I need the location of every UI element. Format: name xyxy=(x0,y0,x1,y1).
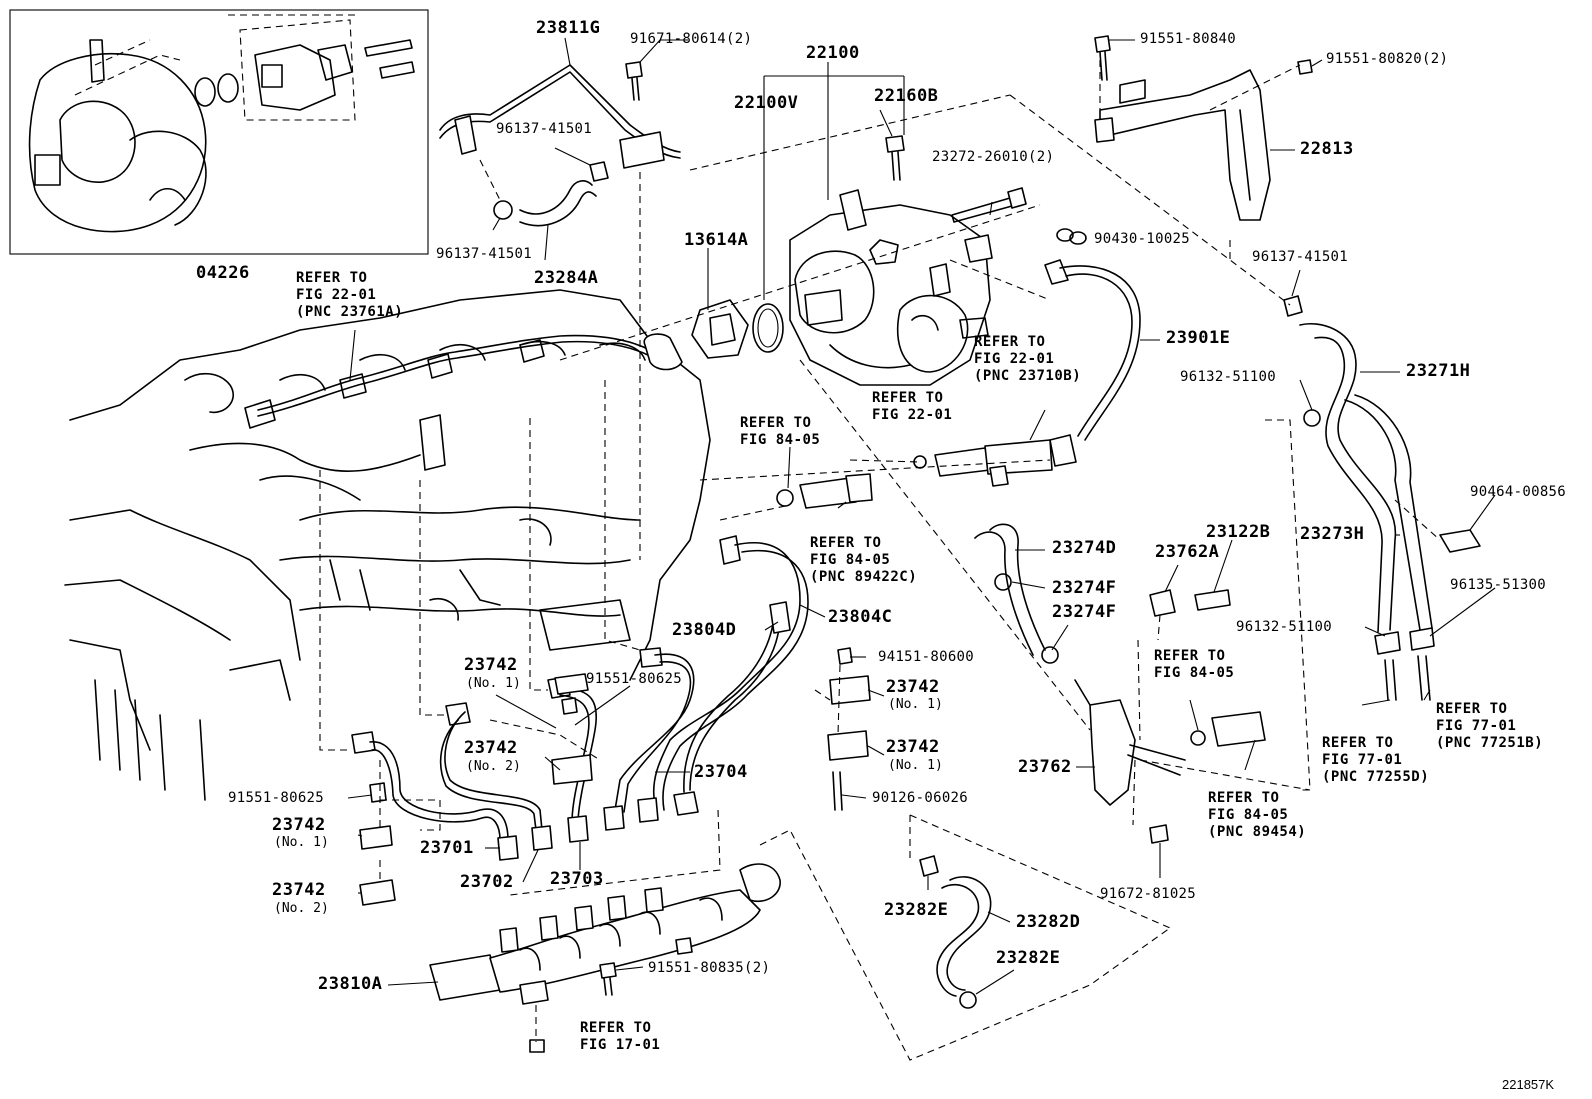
label-23272-26010: 23272-26010(2) xyxy=(932,149,1055,165)
label-23271h: 23271H xyxy=(1406,361,1471,381)
label-90126-06026: 90126-06026 xyxy=(872,790,969,806)
label-91671-80614: 91671-80614(2) xyxy=(630,31,753,47)
label-23742-b-sub: (No. 1) xyxy=(888,697,943,712)
label-23274f-a: 23274F xyxy=(1052,578,1117,598)
label-96132-51100-b: 96132-51100 xyxy=(1236,619,1333,635)
label-23804c: 23804C xyxy=(828,607,893,627)
label-23901e: 23901E xyxy=(1166,328,1231,348)
label-23701: 23701 xyxy=(420,838,474,858)
label-23282e-a: 23282E xyxy=(884,900,949,920)
engine-block xyxy=(64,289,711,801)
label-23742-c-sub: (No. 2) xyxy=(466,759,521,774)
label-23810a: 23810A xyxy=(318,974,383,994)
hoses-23271h-23273h xyxy=(1283,295,1481,701)
label-96135-51300: 96135-51300 xyxy=(1450,577,1547,593)
bolt-22160b xyxy=(885,135,905,181)
inset-box xyxy=(9,9,429,255)
label-90464-00856: 90464-00856 xyxy=(1470,484,1567,500)
label-23742-d: 23742 xyxy=(886,737,940,757)
label-23762a: 23762A xyxy=(1155,542,1220,562)
label-04226: 04226 xyxy=(196,263,250,283)
label-23742-f-sub: (No. 2) xyxy=(274,901,329,916)
refer-fig-77-01-pnc-77255d[interactable]: REFER TO FIG 77-01 (PNC 77255D) xyxy=(1322,735,1430,785)
label-23742-f: 23742 xyxy=(272,880,326,900)
label-23122b: 23122B xyxy=(1206,522,1271,542)
refer-fig-84-05-pnc-89422c[interactable]: REFER TO FIG 84-05 (PNC 89422C) xyxy=(810,535,918,585)
label-23273h: 23273H xyxy=(1300,524,1365,544)
label-22813: 22813 xyxy=(1300,139,1354,159)
label-23742-c: 23742 xyxy=(464,738,518,758)
hose-23274d xyxy=(974,523,1059,664)
supply-pump xyxy=(789,189,993,386)
label-23811g: 23811G xyxy=(536,18,601,38)
refer-fig-84-05-pnc-89454[interactable]: REFER TO FIG 84-05 (PNC 89454) xyxy=(1208,790,1307,840)
label-96137-41501-c: 96137-41501 xyxy=(1252,249,1349,265)
common-rail-23810a xyxy=(429,863,781,1053)
coupling-13614a xyxy=(643,299,749,371)
refer-fig-22-01-pnc-23761a[interactable]: REFER TO FIG 22-01 (PNC 23761A) xyxy=(296,270,404,320)
pipe-23811g xyxy=(439,64,681,169)
label-23703: 23703 xyxy=(550,869,604,889)
label-23742-e-sub: (No. 1) xyxy=(274,835,329,850)
injection-pipes xyxy=(351,647,699,906)
label-23742-a-sub: (No. 1) xyxy=(466,676,521,691)
label-13614a: 13614A xyxy=(684,230,749,250)
bracket-22813 xyxy=(1094,35,1313,221)
hoses-23282 xyxy=(919,855,992,1009)
label-23274d: 23274D xyxy=(1052,538,1117,558)
label-23274f-b: 23274F xyxy=(1052,602,1117,622)
label-91551-80820: 91551-80820(2) xyxy=(1326,51,1449,67)
diagram-code: 221857K xyxy=(1502,1077,1555,1092)
label-23282e-b: 23282E xyxy=(996,948,1061,968)
label-23804d: 23804D xyxy=(672,620,737,640)
label-91551-80625-b: 91551-80625 xyxy=(228,790,325,806)
leader-lines xyxy=(347,37,1496,995)
refer-fig-77-01-pnc-77251b[interactable]: REFER TO FIG 77-01 (PNC 77251B) xyxy=(1436,701,1544,751)
o-ring-22100v xyxy=(752,303,784,353)
refer-fig-22-01[interactable]: REFER TO FIG 22-01 xyxy=(872,390,953,423)
pipe-23901e xyxy=(1044,228,1141,467)
pipe-23804c xyxy=(652,535,871,811)
label-22100: 22100 xyxy=(806,43,860,63)
refer-fig-17-01[interactable]: REFER TO FIG 17-01 xyxy=(580,1020,661,1053)
label-23702: 23702 xyxy=(460,872,514,892)
sensor-84-05 xyxy=(776,473,873,509)
refer-fig-22-01-pnc-23710b[interactable]: REFER TO FIG 22-01 (PNC 23710B) xyxy=(974,334,1082,384)
label-96137-41501-a: 96137-41501 xyxy=(496,121,593,137)
label-23762: 23762 xyxy=(1018,757,1072,777)
label-22160b: 22160B xyxy=(874,86,939,106)
refer-fig-84-05-a[interactable]: REFER TO FIG 84-05 xyxy=(740,415,821,448)
label-96137-41501-b: 96137-41501 xyxy=(436,246,533,262)
label-90430-10025: 90430-10025 xyxy=(1094,231,1191,247)
label-23742-a: 23742 xyxy=(464,655,518,675)
label-91551-80625-a: 91551-80625 xyxy=(586,671,683,687)
dashed-guides xyxy=(228,14,1441,1061)
bolt-23272 xyxy=(951,187,1027,223)
label-91551-80840: 91551-80840 xyxy=(1140,31,1237,47)
label-96132-51100-a: 96132-51100 xyxy=(1180,369,1277,385)
refer-fig-84-05-b[interactable]: REFER TO FIG 84-05 xyxy=(1154,648,1235,681)
bracket-23762 xyxy=(1074,589,1266,844)
label-23282d: 23282D xyxy=(1016,912,1081,932)
label-91672-81025: 91672-81025 xyxy=(1100,886,1197,902)
label-23704: 23704 xyxy=(694,762,748,782)
label-91551-80835: 91551-80835(2) xyxy=(648,960,771,976)
hose-23284a xyxy=(493,161,609,227)
label-23742-b: 23742 xyxy=(886,677,940,697)
label-94151-80600: 94151-80600 xyxy=(878,649,975,665)
label-23742-e: 23742 xyxy=(272,815,326,835)
injector xyxy=(913,439,1053,487)
label-22100v: 22100V xyxy=(734,93,799,113)
label-23742-d-sub: (No. 1) xyxy=(888,758,943,773)
label-23284a: 23284A xyxy=(534,268,599,288)
